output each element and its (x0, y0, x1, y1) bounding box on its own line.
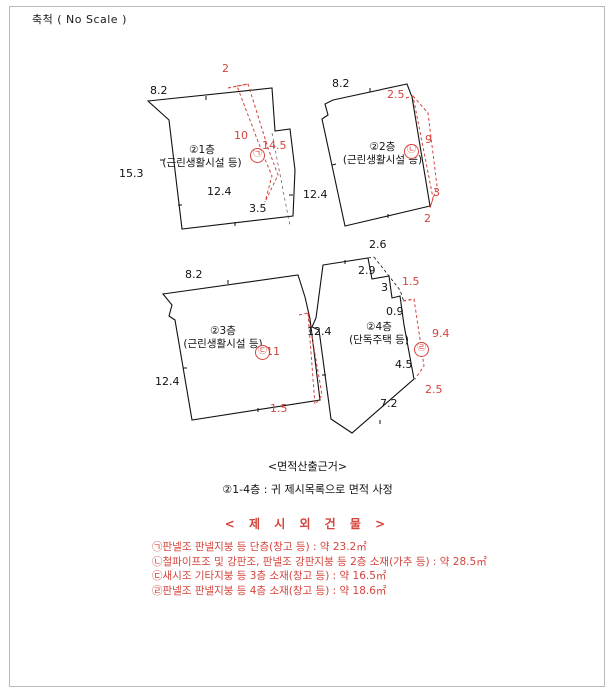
legend-marker-4: ㉣ (152, 584, 163, 597)
building-2-polygon (321, 83, 431, 227)
building-2-outline (321, 83, 431, 227)
offered-buildings-list: ㉠판넬조 판넬지붕 등 단층(창고 등) : 약 23.2㎡ ㉡철파이프조 및 … (152, 540, 487, 598)
building-4-gray-top (367, 256, 375, 259)
legend-text-4: 판넬조 판넬지붕 등 4층 소재(창고 등) : 약 18.6 (162, 584, 376, 597)
building-1-marker: ㉠ (250, 148, 265, 163)
building-2-dim-top: 8.2 (332, 77, 350, 90)
building-2-red-inner (405, 95, 434, 209)
legend-row: ㉣판넬조 판넬지붕 등 4층 소재(창고 등) : 약 18.6㎡ (152, 584, 487, 599)
legend-marker-2: ㉡ (152, 555, 163, 568)
building-3-label-line1: ②3층 (210, 325, 236, 337)
building-3-red-dim-15: 1.5 (270, 402, 288, 415)
building-1-label-line2: (근린생활시설 등) (162, 157, 242, 169)
scale-note: 축척 ( No Scale ) (32, 13, 127, 26)
building-4-red-dim-94: 9.4 (432, 327, 450, 340)
building-4-label-line2: (단독주택 등) (349, 334, 409, 346)
building-3-red-inner (298, 312, 323, 406)
page-border (9, 6, 605, 687)
legend-row: ㉡철파이프조 및 강판조, 판넬조 강판지붕 등 2층 소재(가추 등) : 약… (152, 555, 487, 570)
building-2-label-line1: ②2층 (369, 141, 396, 153)
building-1-label: ②1층 (근린생활시설 등) (137, 144, 267, 170)
legend-unit-2: ㎡ (476, 555, 487, 568)
building-2-red-dim-25: 2.5 (387, 88, 405, 101)
building-2-dim-left: 12.4 (303, 188, 328, 201)
legend-unit-1: ㎡ (356, 541, 367, 553)
calc-basis-line: ②1-4층 : 귀 제시목록으로 면적 사정 (222, 483, 393, 496)
building-3-label-line2: (근린생활시설 등) (183, 338, 263, 350)
legend-text-2: 철파이프조 및 강판조, 판넬조 강판지붕 등 2층 소재(가추 등) : 약 … (162, 555, 477, 568)
building-2-red-dim-3: 3 (433, 186, 440, 199)
building-1-dim-bottom-right: 3.5 (249, 202, 267, 215)
building-4-dim-3: 3 (381, 281, 388, 294)
building-4-red-dim-25: 2.5 (425, 383, 443, 396)
calc-basis-title: <면적산출근거> (267, 460, 348, 473)
building-2-red-dim-9: 9 (425, 133, 432, 146)
building-4-label-line1: ②4층 (366, 321, 392, 333)
building-4-dim-124: 12.4 (307, 325, 332, 338)
building-1-dim-mid: 12.4 (207, 185, 232, 198)
building-4-dim-72: 7.2 (380, 397, 398, 410)
tick (331, 163, 337, 166)
building-4-label: ②4층 (단독주택 등) (323, 321, 435, 347)
building-3-dim-top: 8.2 (185, 268, 203, 281)
building-1-red-top (227, 83, 249, 89)
building-3-red-outer (307, 312, 316, 406)
building-1-dim-top: 8.2 (150, 84, 168, 97)
building-1-red-dim-10: 10 (234, 129, 248, 142)
building-4-dim-29: 2.9 (358, 264, 376, 277)
building-4-dim-26: 2.6 (369, 238, 387, 251)
legend-marker-3: ㉢ (152, 570, 163, 582)
building-3-marker: ㉢ (255, 345, 270, 360)
building-1-label-line1: ②1층 (189, 144, 215, 156)
building-1-polygon (146, 87, 296, 230)
building-2-red-dim-2: 2 (424, 212, 431, 225)
building-4-polygon (311, 257, 415, 434)
building-1-interior-divider (271, 132, 291, 227)
legend-text-3: 새시조 기타지붕 등 3층 소재(창고 등) : 약 16.5 (162, 570, 376, 582)
building-4-gray-dashed (373, 256, 405, 303)
building-4-outline (311, 257, 415, 434)
building-2-red-outer (412, 95, 438, 209)
building-2-label-line2: (근린생활시설 등) (342, 154, 423, 166)
building-1-red-dim-145: 14.5 (262, 139, 287, 152)
legend-row: ㉠판넬조 판넬지붕 등 단층(창고 등) : 약 23.2㎡ (152, 540, 487, 555)
building-4-dim-09: 0.9 (386, 305, 404, 318)
building-4-marker: ㉣ (414, 342, 429, 357)
building-4-red-dim-15: 1.5 (402, 275, 420, 288)
building-4-dim-45: 4.5 (395, 358, 413, 371)
legend-unit-3: ㎡ (375, 570, 387, 582)
building-3-outline (161, 274, 321, 421)
building-3-label: ②3층 (근린생활시설 등) (159, 325, 287, 351)
building-4-red-annex (367, 256, 425, 380)
legend-marker-1: ㉠ (152, 541, 163, 553)
building-3-red-annex (298, 312, 323, 406)
offered-buildings-title: < 제 시 외 건 물 > (224, 517, 391, 531)
building-2-red-top (405, 95, 414, 99)
building-2-marker: ㉡ (404, 144, 419, 159)
building-3-dim-left: 12.4 (155, 375, 180, 388)
legend-text-1: 판넬조 판넬지붕 등 단층(창고 등) : 약 23.2 (162, 541, 357, 553)
legend-unit-4: ㎡ (375, 584, 387, 597)
building-3-polygon (161, 274, 321, 421)
building-1-outline (146, 87, 296, 230)
building-1-dim-left: 15.3 (119, 167, 144, 180)
building-1-red-dim-top: 2 (222, 62, 229, 75)
legend-row: ㉢새시조 기타지붕 등 3층 소재(창고 등) : 약 16.5㎡ (152, 569, 487, 584)
building-4-red-top (402, 298, 415, 302)
building-2-red-annex (405, 95, 438, 209)
building-2-label: ②2층 (근린생활시설 등) (320, 141, 445, 167)
